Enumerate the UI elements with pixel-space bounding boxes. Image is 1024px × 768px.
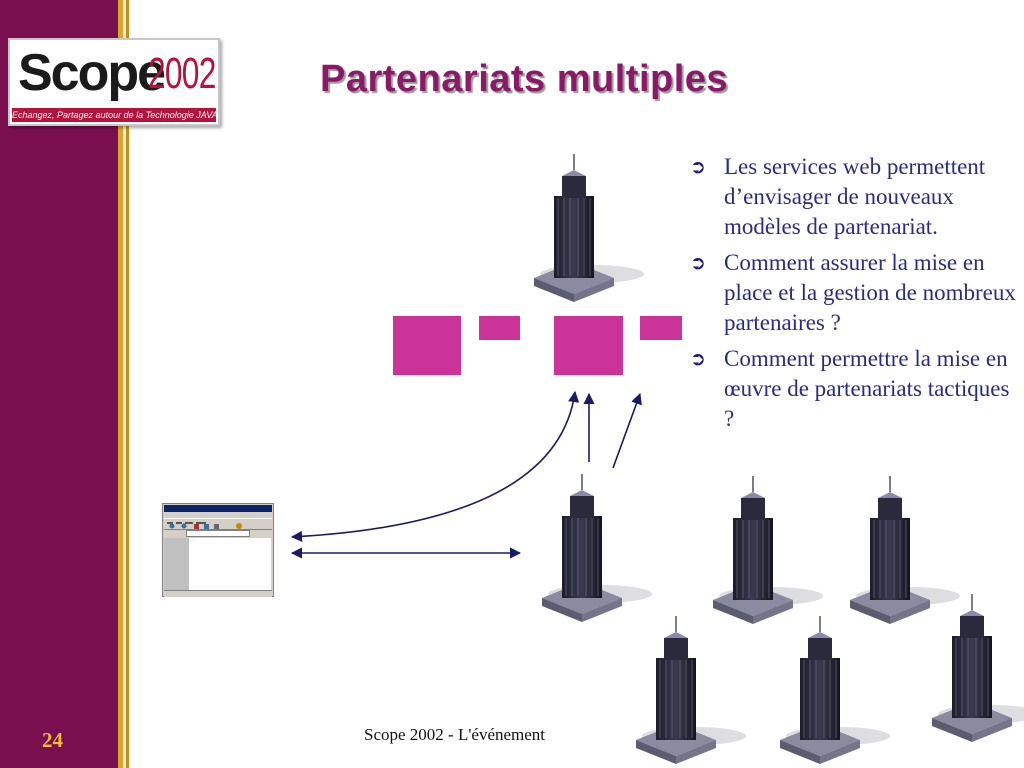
gold-stripe <box>118 0 123 768</box>
browser-side-panel <box>164 538 189 590</box>
building-top <box>533 153 645 303</box>
building-right-1 <box>712 475 824 625</box>
bullet-list: ➲ Les services web permettent d’envisage… <box>690 152 1020 440</box>
connection-arrows <box>290 390 642 559</box>
browser-menu-bar <box>164 513 272 524</box>
browser-window-icon <box>162 503 274 597</box>
browser-title-bar <box>164 505 272 512</box>
logo-year: 2002 <box>148 49 216 98</box>
gold-stripe-inner <box>126 0 129 768</box>
building-bottom-2 <box>779 615 891 765</box>
bullet-text: Comment permettre la mise en œuvre de pa… <box>724 346 1010 431</box>
bullet-text: Comment assurer la mise en place et la g… <box>724 250 1016 335</box>
logo-tagline: Echangez, Partagez autour de la Technolo… <box>12 108 216 122</box>
bullet-item: ➲ Comment permettre la mise en œuvre de … <box>690 344 1020 434</box>
arrow-bullet-icon: ➲ <box>690 348 706 370</box>
magenta-block-small-1 <box>479 316 520 340</box>
slide-title: Partenariats multiples <box>320 58 729 100</box>
magenta-block-large-2 <box>554 316 623 375</box>
arrow-bullet-icon: ➲ <box>690 156 706 178</box>
bullet-item: ➲ Comment assurer la mise en place et la… <box>690 248 1020 338</box>
browser-status-bar <box>164 590 272 597</box>
building-right-2 <box>849 475 961 625</box>
building-bottom-3 <box>931 593 1024 743</box>
browser-toolbar-icons <box>169 523 242 529</box>
magenta-block-small-2 <box>640 316 682 340</box>
stripe-gap <box>123 0 126 768</box>
slide-number: 24 <box>42 728 63 752</box>
building-center <box>541 473 653 623</box>
arrow-bullet-icon: ➲ <box>690 252 706 274</box>
scope-logo: Scope 2002 Echangez, Partagez autour de … <box>8 38 220 126</box>
browser-toolbar <box>164 518 272 530</box>
browser-menu-items <box>167 522 206 524</box>
left-sidebar <box>0 0 118 768</box>
arrow-building-up-2 <box>612 392 642 469</box>
magenta-blocks <box>393 316 682 375</box>
browser-content-area <box>189 538 271 590</box>
building-bottom-1 <box>635 615 747 765</box>
browser-address-field <box>186 530 250 537</box>
browser-address-bar <box>164 529 272 537</box>
magenta-block-large-1 <box>393 316 461 375</box>
slide-footer: Scope 2002 - L'événement <box>364 725 546 744</box>
arrow-curve-to-browser <box>290 390 580 543</box>
bullet-text: Les services web permettent d’envisager … <box>724 154 986 239</box>
bullet-item: ➲ Les services web permettent d’envisage… <box>690 152 1020 242</box>
logo-word: Scope <box>18 44 166 102</box>
